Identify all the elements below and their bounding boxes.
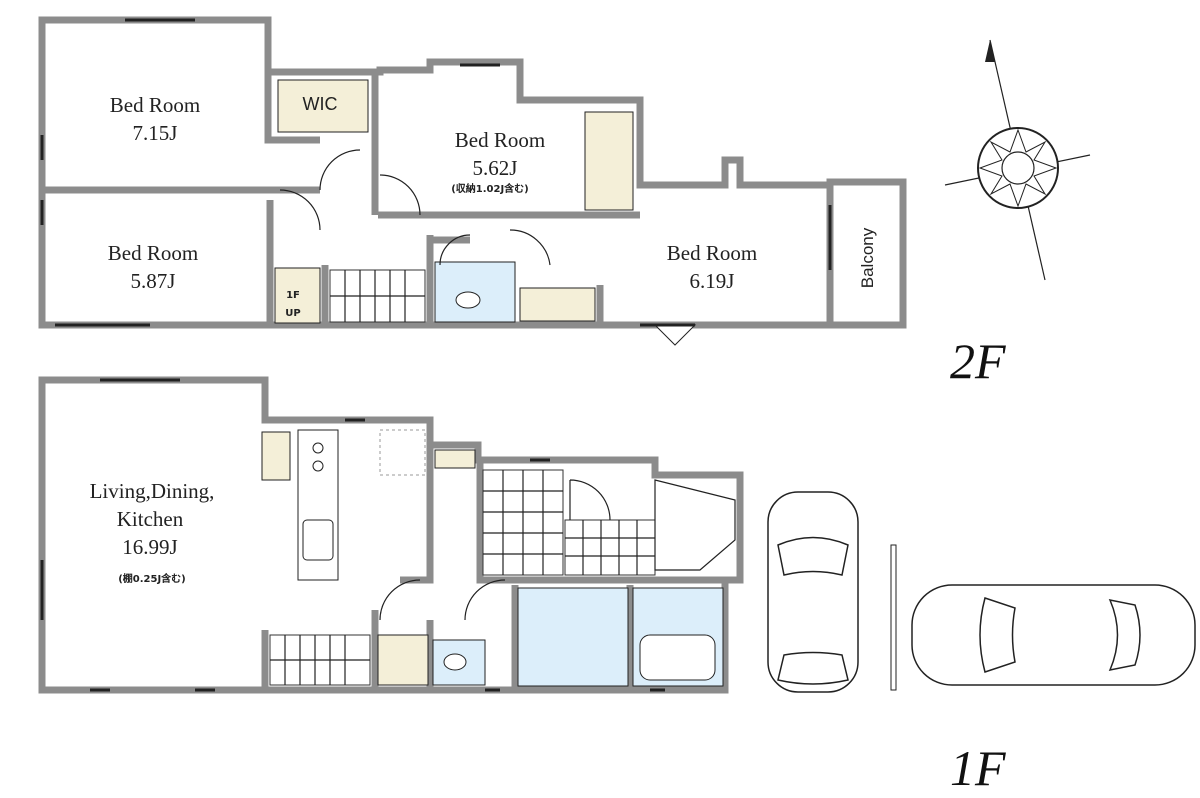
compass-icon <box>944 39 1091 281</box>
closet-5-62 <box>584 111 634 211</box>
stair-mark: UP <box>285 308 300 319</box>
1f-outer-wall <box>38 376 744 694</box>
stairs-2f <box>329 269 426 323</box>
kitchen-counter <box>297 429 339 581</box>
ldk-size: 16.99J <box>122 535 177 559</box>
stair-landing <box>274 267 321 324</box>
ldk-label-line1: Living,Dining, <box>90 479 215 503</box>
room-size: 6.19J <box>690 269 735 293</box>
room-label: Bed Room <box>108 241 198 265</box>
stair-mark: 1F <box>286 290 300 301</box>
door-swings-1f <box>379 479 611 621</box>
parking-car-horizontal <box>911 584 1196 686</box>
wic-area <box>277 79 369 133</box>
parking-divider <box>890 544 897 691</box>
second-floor-plan: Bed Room 7.15J WIC Bed Room 5.62J (収納1.0… <box>38 16 907 346</box>
1f-interior-walls <box>261 420 740 690</box>
storage-1f <box>434 449 476 469</box>
room-size: 5.87J <box>131 269 176 293</box>
parking-car-vertical <box>767 491 859 693</box>
ldk-label-line2: Kitchen <box>117 507 184 531</box>
sink-icon <box>302 519 334 561</box>
washroom <box>517 587 629 687</box>
door-swings-2f <box>279 149 551 266</box>
toilet-room-2f <box>434 261 516 323</box>
balcony-label: Balcony <box>858 227 877 288</box>
entrance-tiles <box>482 469 736 576</box>
under-stair-storage <box>377 634 429 686</box>
closet-hall <box>519 287 596 322</box>
bay-window <box>653 324 697 346</box>
room-size: 7.15J <box>133 121 178 145</box>
2f-interior-walls <box>42 72 640 325</box>
bathtub <box>639 634 716 681</box>
wic-label: WIC <box>303 94 338 114</box>
first-floor-plan: Living,Dining, Kitchen 16.99J (棚0.25J含む) <box>38 376 744 694</box>
room-note: (収納1.02J含む) <box>451 182 529 195</box>
toilet-icon <box>443 653 467 671</box>
fridge-space <box>379 429 426 476</box>
toilet-icon <box>455 291 481 309</box>
floor-label-2f: 2F <box>950 333 1006 389</box>
room-label: Bed Room <box>455 128 545 152</box>
room-label: Bed Room <box>110 93 200 117</box>
room-label: Bed Room <box>667 241 757 265</box>
room-size: 5.62J <box>473 156 518 180</box>
window-marks-2f <box>40 18 832 327</box>
stairs-1f <box>269 634 371 686</box>
ldk-note: (棚0.25J含む) <box>118 572 186 585</box>
window-marks-1f <box>40 378 665 692</box>
floor-label-1f: 1F <box>950 740 1006 796</box>
shelf <box>261 431 291 481</box>
